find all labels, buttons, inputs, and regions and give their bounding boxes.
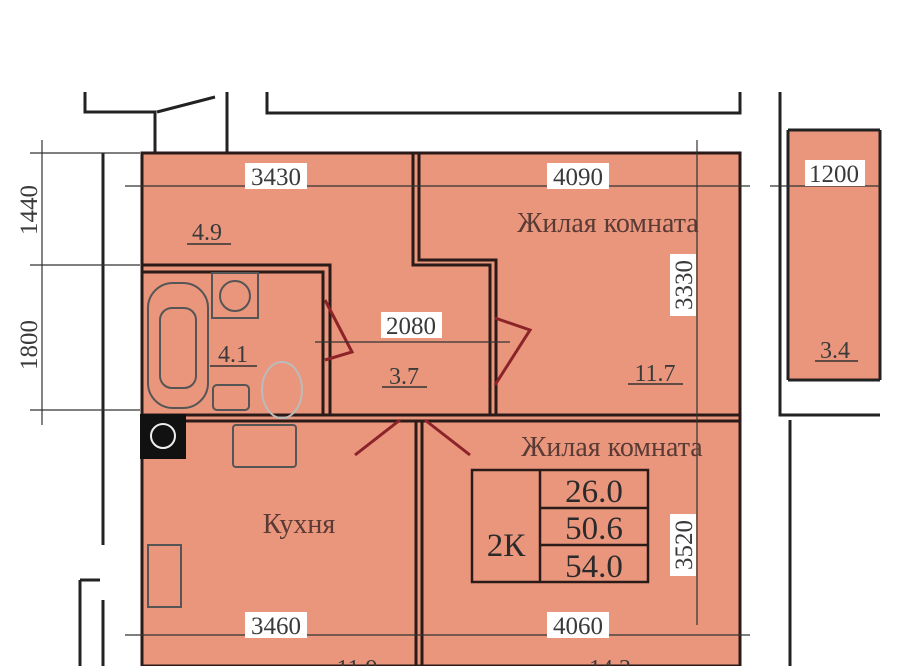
dim-kitchen-width: 3460 [251,613,301,640]
summary-table [470,468,650,584]
apartment-type: 2К [487,528,527,564]
area-living-1: 11.7 [634,361,675,387]
dim-hall-width: 3430 [251,164,301,191]
area-hall: 4.9 [192,220,222,246]
dimension-lines [30,140,880,636]
fixtures [147,272,303,608]
dim-living-2-width: 4060 [553,613,603,640]
toilet-icon [261,361,303,419]
walls [140,151,742,666]
exterior-lines [78,92,882,666]
dim-living-2-depth: 3520 [671,520,698,570]
dim-living-1-depth: 3330 [671,260,698,310]
boiler-icon [147,544,182,608]
sink-icon [212,384,250,411]
total-with-balcony-value: 54.0 [565,549,623,585]
dim-left-upper: 1440 [16,185,43,235]
room-name-kitchen: Кухня [263,509,336,540]
room-name-living-2: Жилая комната [521,432,703,463]
dim-corridor-width: 2080 [386,313,436,340]
area-kitchen: 11.9 [336,656,377,666]
stove-icon [140,414,186,459]
washing-machine-icon [219,280,251,312]
doors [323,299,533,457]
area-corridor: 3.7 [389,364,419,390]
room-fills [142,130,880,666]
dim-left-lower: 1800 [16,320,43,370]
room-name-living-1: Жилая комната [517,208,699,239]
total-area-value: 50.6 [565,511,623,547]
area-labels [187,243,858,388]
area-bathroom: 4.1 [218,342,248,368]
kitchen-sink-icon [232,424,297,468]
bathtub-icon [147,282,209,409]
living-area-value: 26.0 [565,474,623,510]
area-living-2: 14.3 [589,656,631,666]
dim-balcony-width: 1200 [809,161,859,188]
dim-living-1-width: 4090 [553,164,603,191]
area-balcony: 3.4 [820,338,850,364]
dimension-labels: 3430 4090 1200 2080 3460 4060 3330 3520 … [16,160,865,640]
